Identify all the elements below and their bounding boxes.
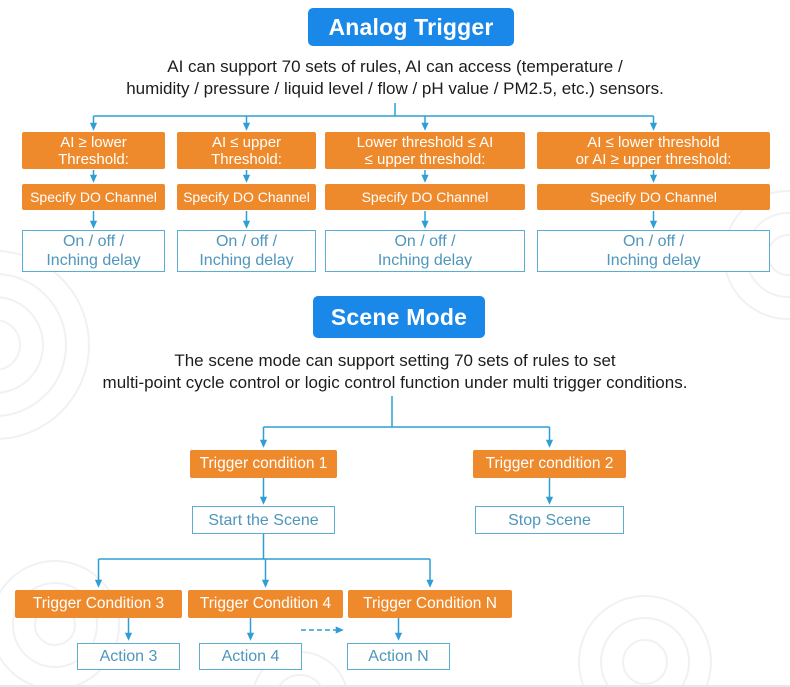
condition-box-3: Lower threshold ≤ AI ≤ upper threshold:	[325, 132, 525, 169]
trigger-condition-3-box: Trigger Condition 3	[15, 590, 182, 618]
trigger-condition-n-box: Trigger Condition N	[348, 590, 512, 618]
output-box-2: On / off / Inching delay	[177, 230, 316, 272]
stop-scene-box: Stop Scene	[475, 506, 624, 534]
output-box-4: On / off / Inching delay	[537, 230, 770, 272]
scene-mode-header: Scene Mode	[313, 296, 485, 338]
start-scene-box: Start the Scene	[192, 506, 335, 534]
analog-description: AI can support 70 sets of rules, AI can …	[126, 57, 664, 98]
condition-box-4: AI ≤ lower threshold or AI ≥ upper thres…	[537, 132, 770, 169]
condition-box-1: AI ≥ lower Threshold:	[22, 132, 165, 169]
trigger-condition-2-box: Trigger condition 2	[473, 450, 626, 478]
do-channel-box-2: Specify DO Channel	[177, 184, 316, 210]
trigger-condition-1-box: Trigger condition 1	[190, 450, 337, 478]
action-4-box: Action 4	[199, 643, 302, 670]
action-3-box: Action 3	[77, 643, 180, 670]
do-channel-box-3: Specify DO Channel	[325, 184, 525, 210]
do-channel-box-1: Specify DO Channel	[22, 184, 165, 210]
do-channel-box-4: Specify DO Channel	[537, 184, 770, 210]
condition-box-2: AI ≤ upper Threshold:	[177, 132, 316, 169]
action-n-box: Action N	[347, 643, 450, 670]
output-box-1: On / off / Inching delay	[22, 230, 165, 272]
output-box-3: On / off / Inching delay	[325, 230, 525, 272]
analog-trigger-header: Analog Trigger	[308, 8, 514, 46]
scene-description: The scene mode can support setting 70 se…	[102, 351, 688, 392]
trigger-condition-4-box: Trigger Condition 4	[188, 590, 343, 618]
